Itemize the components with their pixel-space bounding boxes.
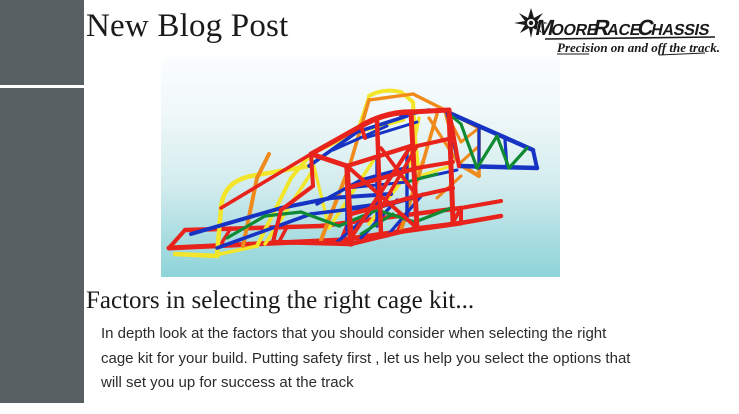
svg-text:C: C (635, 15, 656, 40)
logo-tagline: Precision on and off the track. (557, 40, 720, 55)
svg-text:M: M (533, 15, 556, 40)
svg-text:HASSIS: HASSIS (650, 21, 712, 39)
svg-text:R: R (591, 15, 612, 40)
svg-text:OORE: OORE (550, 21, 600, 39)
section-subtitle: Factors in selecting the right cage kit.… (86, 287, 475, 314)
sidebar-accent-bar-main (0, 88, 84, 403)
body-paragraph: In depth look at the factors that you sh… (101, 325, 631, 391)
logo-wordmark: M OORE R ACE C HASSIS (533, 15, 712, 40)
brand-logo: M OORE R ACE C HASSIS Precision on and o… (509, 4, 725, 60)
page-title: New Blog Post (86, 8, 289, 44)
starburst-icon (514, 8, 548, 38)
sidebar-accent-bar-top (0, 0, 84, 85)
svg-text:ACE: ACE (606, 21, 643, 39)
roll-cage-image (161, 58, 560, 277)
